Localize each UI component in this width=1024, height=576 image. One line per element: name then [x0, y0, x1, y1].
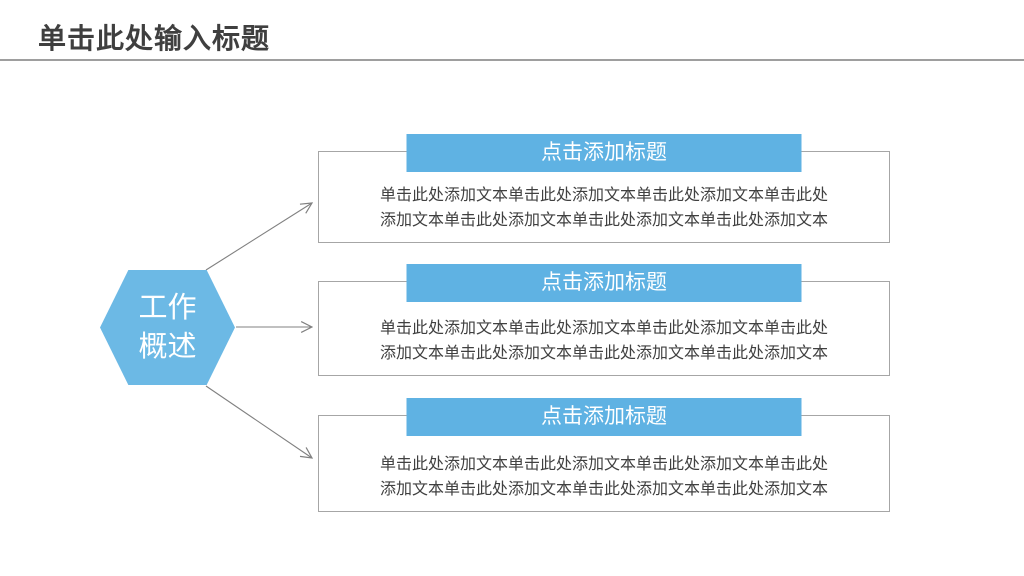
hexagon-topic-shape[interactable]: 工作 概述 — [100, 270, 235, 385]
box-3-header-placeholder[interactable]: 点击添加标题 — [406, 398, 802, 436]
box-1-header-placeholder[interactable]: 点击添加标题 — [406, 134, 802, 172]
hexagon-label-line2: 概述 — [138, 330, 197, 363]
box-3-body-placeholder[interactable]: 单击此处添加文本单击此处添加文本单击此处添加文本单击此处 添加文本单击此处添加文… — [319, 452, 889, 502]
box-1-body-line1: 单击此处添加文本单击此处添加文本单击此处添加文本单击此处 — [379, 187, 828, 204]
box-3-body-line1: 单击此处添加文本单击此处添加文本单击此处添加文本单击此处 — [379, 456, 828, 473]
box-2-body-line1: 单击此处添加文本单击此处添加文本单击此处添加文本单击此处 — [379, 320, 828, 337]
hexagon-label-line1: 工作 — [138, 291, 197, 324]
box-2-body-placeholder[interactable]: 单击此处添加文本单击此处添加文本单击此处添加文本单击此处 添加文本单击此处添加文… — [319, 316, 889, 366]
title-divider-line — [0, 59, 1024, 61]
content-box-1[interactable]: 点击添加标题 单击此处添加文本单击此处添加文本单击此处添加文本单击此处 添加文本… — [318, 134, 890, 243]
slide-title-placeholder[interactable]: 单击此处输入标题 — [38, 23, 271, 54]
box-2-body-line2: 添加文本单击此处添加文本单击此处添加文本单击此处添加文本 — [379, 345, 828, 362]
box-1-body-line2: 添加文本单击此处添加文本单击此处添加文本单击此处添加文本 — [379, 212, 828, 229]
box-2-header-placeholder[interactable]: 点击添加标题 — [406, 264, 802, 302]
arrow-to-box-3 — [205, 385, 312, 458]
content-box-2[interactable]: 点击添加标题 单击此处添加文本单击此处添加文本单击此处添加文本单击此处 添加文本… — [318, 264, 890, 376]
box-1-body-placeholder[interactable]: 单击此处添加文本单击此处添加文本单击此处添加文本单击此处 添加文本单击此处添加文… — [319, 183, 889, 233]
content-box-3[interactable]: 点击添加标题 单击此处添加文本单击此处添加文本单击此处添加文本单击此处 添加文本… — [318, 398, 890, 512]
arrow-to-box-1 — [205, 203, 312, 271]
box-3-body-line2: 添加文本单击此处添加文本单击此处添加文本单击此处添加文本 — [379, 481, 828, 498]
